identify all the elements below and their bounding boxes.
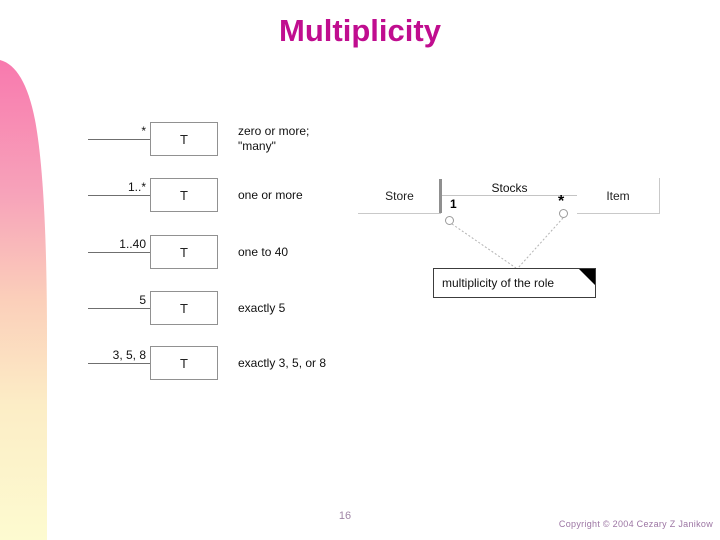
multiplicity-star: * — [558, 193, 565, 210]
association-stub-line — [88, 139, 150, 140]
association-stub-line — [88, 308, 150, 309]
multiplicity-label: 1..40 — [119, 237, 146, 251]
copyright-text: Copyright © 2004 Cezary Z Janikow — [558, 519, 713, 529]
association-stub-line — [88, 195, 150, 196]
row-description: one to 40 — [238, 245, 289, 259]
row-description-line1: zero or more; — [238, 124, 310, 138]
class-box: T — [150, 291, 218, 325]
notation-row-one-or-more: 1..* T one or more — [0, 178, 420, 214]
notation-row-exactly-3-5-8: 3, 5, 8 T exactly 3, 5, or 8 — [0, 346, 420, 382]
page-title: Multiplicity — [279, 13, 441, 48]
row-description: exactly 3, 5, or 8 — [238, 356, 327, 370]
store-box-right-edge — [439, 179, 442, 213]
association-stub-line — [88, 363, 150, 364]
row-description: exactly 5 — [238, 301, 286, 315]
store-class-box: Store — [358, 178, 441, 214]
multiplicity-label: * — [141, 124, 146, 138]
multiplicity-one: 1 — [450, 197, 457, 211]
class-box: T — [150, 235, 218, 269]
row-description-line2: "many" — [238, 139, 276, 153]
multiplicity-label: 1..* — [127, 180, 146, 194]
multiplicity-label: 5 — [139, 293, 146, 307]
page-number: 16 — [338, 510, 352, 522]
slide-accent-bar — [0, 60, 47, 540]
note-box: multiplicity of the role — [433, 268, 596, 298]
role-anchor-icon — [445, 216, 454, 225]
association-line — [442, 195, 577, 196]
note-fold-icon — [579, 269, 595, 285]
notation-row-one-to-40: 1..40 T one to 40 — [0, 235, 420, 271]
notation-row-zero-or-more: * T zero or more; "many" — [0, 122, 420, 158]
association-stub-line — [88, 252, 150, 253]
row-description: one or more — [238, 188, 303, 202]
note-text: multiplicity of the role — [442, 276, 555, 290]
class-box: T — [150, 178, 218, 212]
row-description: zero or more; "many" — [238, 124, 309, 154]
association-name: Stocks — [491, 181, 528, 195]
class-box: T — [150, 346, 218, 380]
note-connector-lines — [451, 217, 564, 269]
multiplicity-label: 3, 5, 8 — [112, 348, 146, 362]
notation-row-exactly-5: 5 T exactly 5 — [0, 291, 420, 327]
class-box: T — [150, 122, 218, 156]
role-anchor-icon — [559, 209, 568, 218]
item-class-box: Item — [577, 178, 660, 214]
